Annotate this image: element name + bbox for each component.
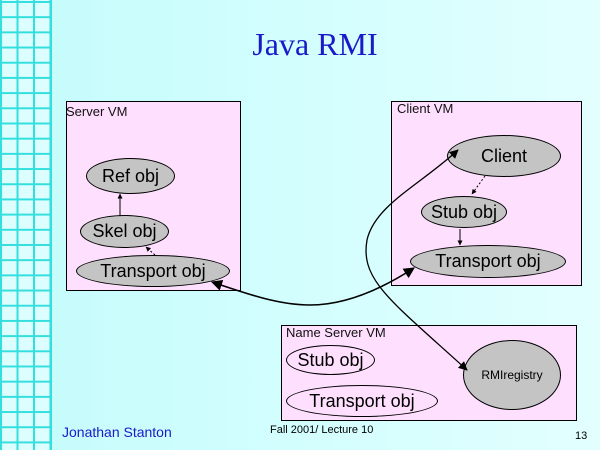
name-server-transport-obj-node: Transport obj: [286, 385, 438, 417]
footer-author: Jonathan Stanton: [62, 424, 172, 440]
client-vm-label: Client VM: [397, 101, 454, 116]
edge-server-transport-to-skel: [145, 246, 156, 256]
footer-page-number: 13: [575, 430, 588, 442]
server-transport-obj-node: Transport obj: [76, 255, 230, 287]
name-server-stub-obj-node: Stub obj: [286, 345, 375, 375]
edge-client-to-stub: [471, 175, 486, 195]
footer-course: Fall 2001/ Lecture 10: [270, 424, 374, 436]
server-ref-obj-node: Ref obj: [86, 158, 175, 194]
edge-client-to-rmi-registry: [365, 149, 468, 371]
slide-title: Java RMI: [252, 26, 378, 62]
rmi-registry-node: RMIregistry: [463, 340, 561, 410]
server-vm-label: Server VM: [66, 104, 128, 119]
decorative-grid: [0, 0, 52, 450]
name-server-vm-label: Name Server VM: [286, 325, 386, 340]
edge-server-transport-client-transport: [210, 267, 415, 306]
server-skel-obj-node: Skel obj: [80, 215, 169, 248]
